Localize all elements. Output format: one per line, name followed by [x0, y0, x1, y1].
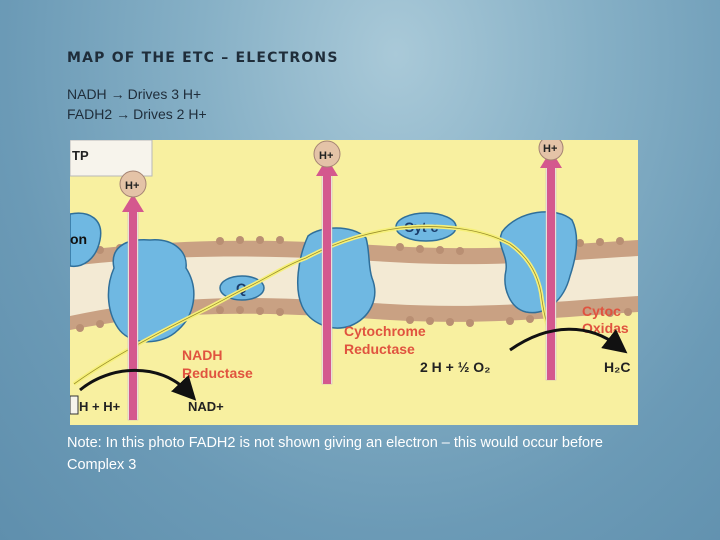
nad-output-label: NAD+	[188, 399, 224, 414]
etc-diagram-svg: TP on Q Cyt c	[70, 140, 638, 425]
note-text: Note: In this photo FADH2 is not shown g…	[67, 435, 603, 473]
etc-diagram: TP on Q Cyt c	[70, 140, 638, 425]
proton-label-2: H+	[319, 150, 333, 162]
bullet-fadh2-value: Drives 2 H+	[133, 106, 207, 122]
nadh-arrow	[79, 368, 197, 401]
proton-label-1: H+	[125, 180, 139, 192]
proton-label-3: H+	[543, 143, 557, 155]
bullet-nadh: NADH→Drives 3 H+	[67, 84, 207, 104]
nadh-input-label: H + H+	[79, 399, 121, 414]
left-fragment-label: on	[70, 231, 87, 247]
bullet-nadh-value: Drives 3 H+	[127, 86, 202, 102]
nadh-reductase-label-1: NADH	[182, 347, 222, 363]
complex-4-cytochrome-oxidase	[499, 211, 578, 314]
electron-path-outline	[73, 226, 553, 385]
nadh-fragment-box	[70, 395, 79, 415]
cyt-oxidase-label-2: Oxidas	[582, 320, 629, 336]
cyt-oxidase-label-1: Cytoc	[582, 303, 621, 319]
cyt-reductase-label-2: Reductase	[344, 341, 415, 357]
ubiquinone-label: Q	[236, 280, 247, 296]
slide-title: MAP OF THE ETC – ELECTRONS	[67, 50, 339, 66]
bullet-nadh-term: NADH	[67, 86, 107, 102]
proton-pump-1: H+	[119, 170, 147, 421]
atp-fragment-label: TP	[72, 148, 89, 163]
proton-pump-2: H+	[313, 140, 341, 385]
water-arrow	[509, 327, 628, 354]
atp-fragment-box	[70, 140, 153, 177]
bullet-fadh2: FADH2→Drives 2 H+	[67, 104, 207, 124]
cyt-reductase-label-1: Cytochrome	[344, 323, 426, 339]
bullet-fadh2-term: FADH2	[67, 106, 113, 122]
right-arrow-icon: →	[110, 86, 125, 102]
bullet-list: NADH→Drives 3 H+ FADH2→Drives 2 H+	[67, 84, 207, 124]
oxygen-reaction-label: 2 H + ½ O₂	[420, 359, 490, 375]
proton-pump-3: H+	[538, 140, 564, 381]
complex-1-nadh-reductase	[107, 239, 195, 343]
nadh-reductase-label-2: Reductase	[182, 365, 253, 381]
right-arrow-icon: →	[116, 106, 131, 122]
water-fragment-label: H₂C	[604, 359, 630, 375]
left-complex-fragment	[70, 212, 102, 268]
